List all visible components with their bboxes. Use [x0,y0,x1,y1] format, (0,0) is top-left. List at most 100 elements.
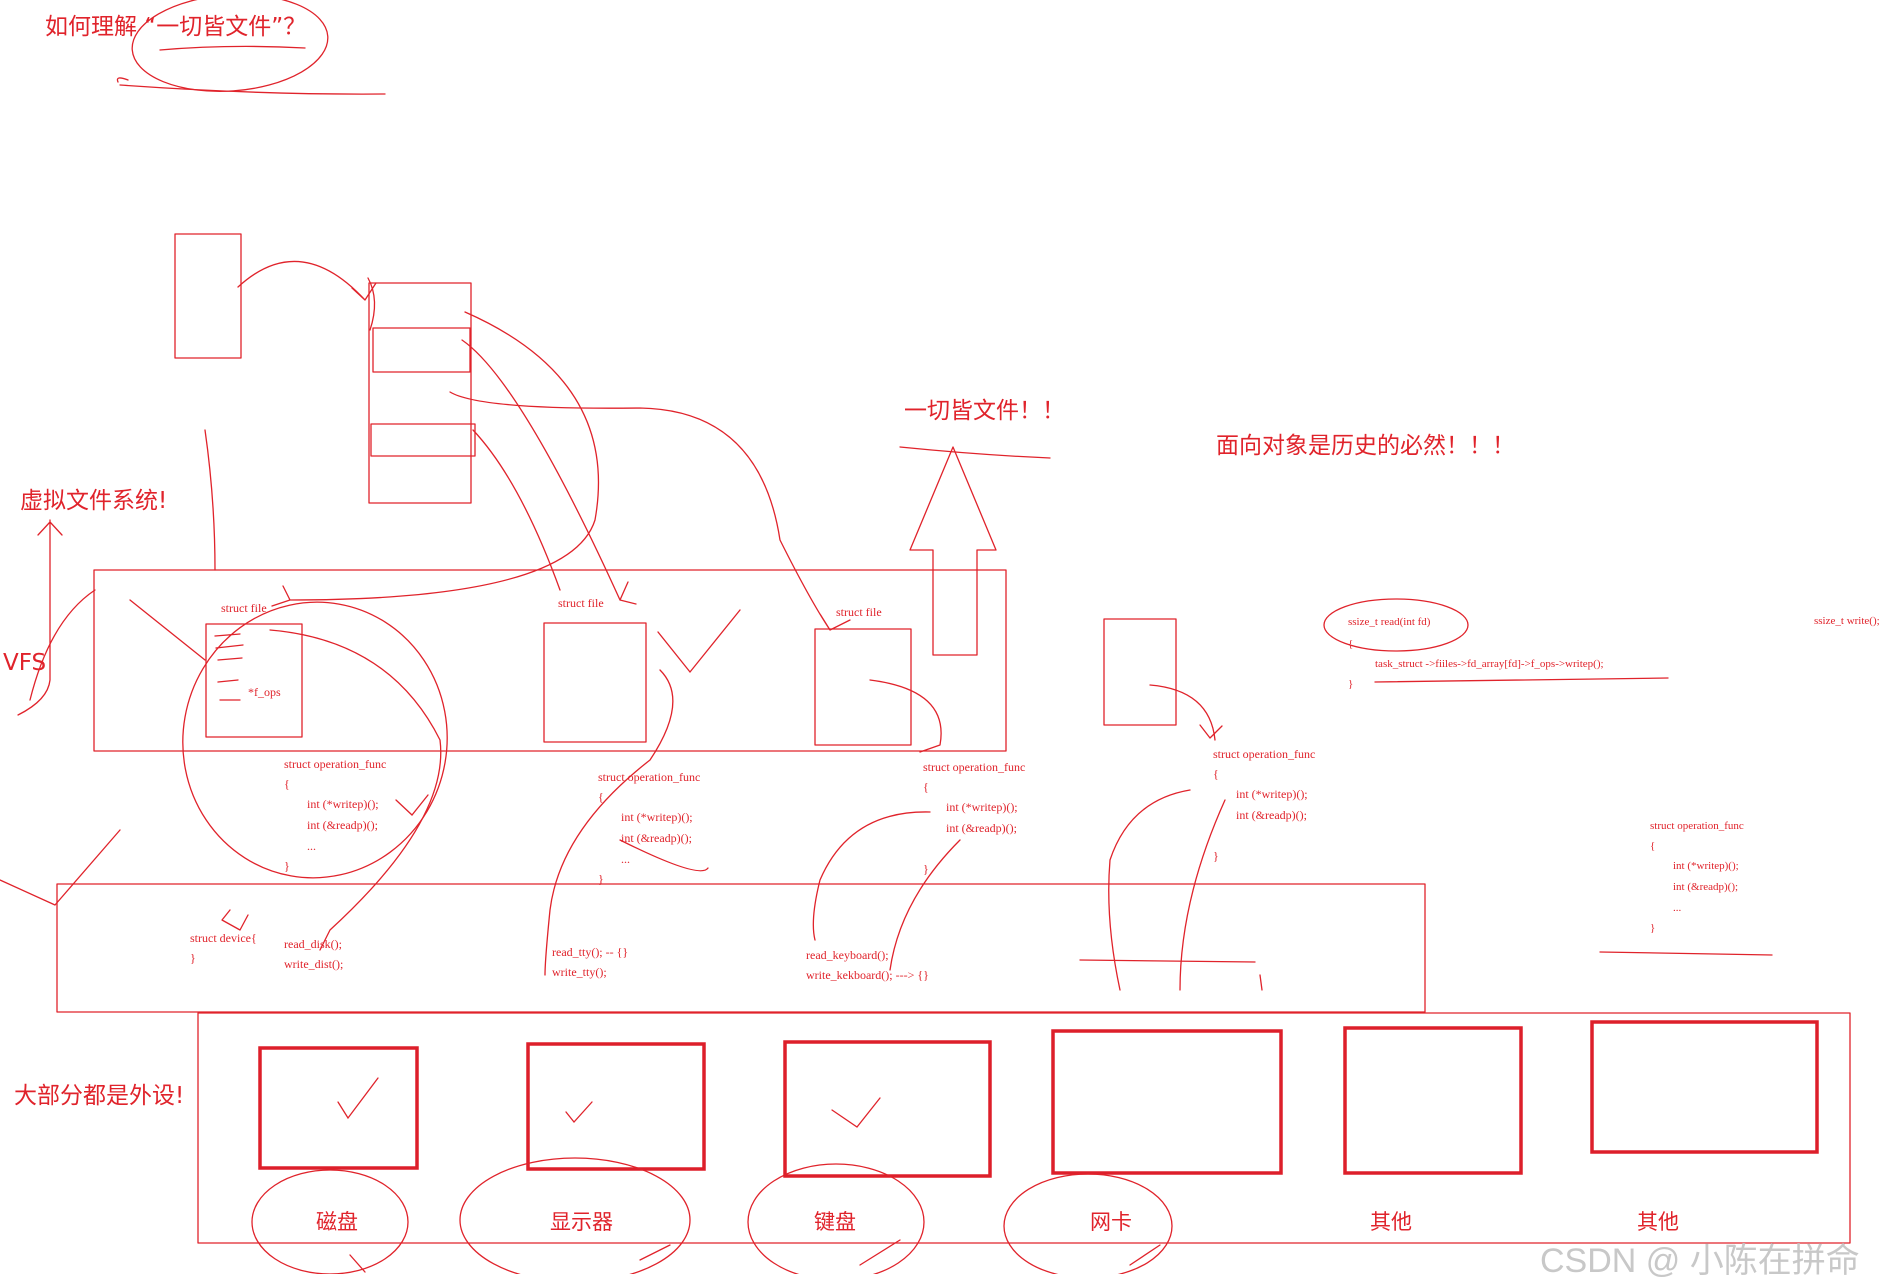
vfs-cn-label: 虚拟文件系统! [20,488,168,514]
f-ops-lines [214,633,244,701]
syscall-underline [1374,677,1669,683]
device-tails [349,1239,1161,1273]
op-open: { [598,790,604,804]
fd-slot-1 [372,327,471,373]
curve-ops-4 [1149,684,1216,741]
big-up-arrow [909,446,997,656]
device-box-other2 [1590,1020,1819,1154]
driver-disk-write: write_dist(); [284,957,344,971]
vfs-side-lines [29,589,206,701]
op-head: struct operation_func [284,757,387,771]
op-line1: int (*writep)(); [621,810,693,824]
vfs-label: VFS [3,650,47,676]
curve-slot2 [472,429,561,591]
driver-disk-read: read_disk(); [284,937,342,951]
op-open: { [1213,767,1219,781]
op-open: { [1650,840,1656,852]
op-dots: ... [621,852,630,866]
arrow-4 [1199,724,1223,739]
driver-kbd-read: read_keyboard(); [806,948,889,962]
underline-5 [1599,951,1773,956]
curve-fd3 [449,391,851,631]
drivers-box [56,883,1426,1013]
device-box-display [526,1042,706,1171]
op-line2: int (&readp)(); [1673,881,1739,893]
curve-ops-3 [869,679,942,753]
driver-tty-write: write_tty(); [552,965,607,979]
check-vfs [657,609,741,674]
vfs-box [93,569,1007,752]
task-struct-box [174,233,242,359]
device-box-keyboard [783,1040,992,1178]
curve-task-to-fd [237,260,377,301]
device-panel [197,1012,1851,1244]
device-struct-close: } [190,951,196,965]
curve-ops-3c [889,839,961,971]
device-box-disk [258,1046,419,1170]
op-close: } [284,859,290,873]
read-sig-circle [1323,598,1469,652]
struct-file-label-2: struct file [558,596,604,610]
op-dots: ... [307,839,316,853]
op-line1: int (*writep)(); [1673,860,1739,872]
syscall-close: } [1348,678,1354,690]
syscall-open: { [1348,638,1354,650]
op-close: } [1650,922,1656,934]
syscall-write-sig: ssize_t write(); [1814,615,1880,627]
device-box-nic [1051,1029,1283,1175]
struct-file-box-4 [1103,618,1177,726]
syscall-read-sig: ssize_t read(int fd) [1348,616,1431,628]
op-line2: int (&readp)(); [307,818,378,832]
fd-array-box [368,282,472,504]
op-close: } [923,862,929,876]
check-keyboard [831,1097,881,1128]
op-line2: int (&readp)(); [621,831,692,845]
curve-ops-2b [619,839,709,872]
struct-file-label-1: struct file [221,601,267,615]
op-dots: ... [1673,902,1682,914]
op-open: { [923,780,929,794]
fd-slot-2 [370,423,476,457]
device-arrow [221,909,249,931]
struct-file-box-2 [543,622,647,743]
curve-fd4 [204,429,216,571]
circle-disk [251,1169,409,1274]
device-label-other-1: 其他 [1370,1210,1412,1234]
curve-fd5 [367,277,376,331]
device-label-disk: 磁盘 [316,1210,358,1234]
device-box-other1 [1343,1026,1523,1175]
device-label-other-2: 其他 [1637,1210,1679,1234]
op-close: } [1213,849,1219,863]
everything-underline [899,446,1051,459]
device-label-nic: 网卡 [1090,1210,1132,1234]
struct-file-box-3 [814,628,912,746]
ops-circle-1 [182,601,448,879]
device-label-keyboard: 键盘 [814,1210,856,1234]
peripherals-label: 大部分都是外设! [14,1083,185,1109]
circle-display [459,1157,691,1274]
scribble-bottom-4 [1079,959,1263,991]
f-ops-label: *f_ops [248,685,281,699]
op-head: struct operation_func [923,760,1026,774]
curve-ops-4b [1108,789,1191,991]
title-underline [116,45,386,95]
check-display [565,1101,593,1124]
page-title: 如何理解 “一切皆文件”？ [45,14,307,40]
op-head: struct operation_func [1650,820,1744,832]
circle-keyboard [747,1163,925,1274]
oop-label: 面向对象是历史的必然！！！ [1216,433,1515,459]
op-head: struct operation_func [1213,747,1316,761]
curve-fd1 [271,311,599,607]
curve-ops-2 [544,669,674,976]
op-line1: int (*writep)(); [946,800,1018,814]
device-label-display: 显示器 [550,1210,613,1234]
everything-is-file-label: 一切皆文件！！ [904,398,1065,424]
struct-file-label-3: struct file [836,605,882,619]
curve-ops-1 [269,629,442,951]
op-line2: int (&readp)(); [1236,808,1307,822]
curve-ops-4c [1179,799,1226,991]
driver-kbd-write: write_kekboard(); ---> {} [806,968,929,982]
syscall-body: task_struct ->fiiles->fd_array[fd]->f_op… [1375,658,1604,670]
op-line2: int (&readp)(); [946,821,1017,835]
